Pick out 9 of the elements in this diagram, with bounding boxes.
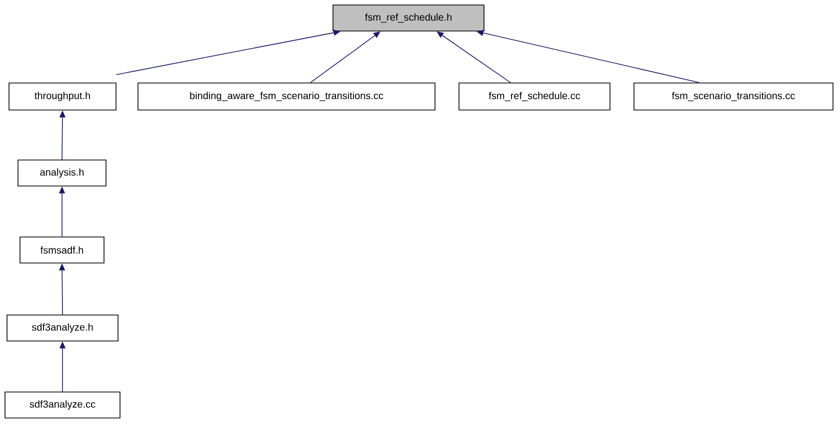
file-box: analysis.h (18, 160, 106, 186)
file-box: throughput.h (8, 82, 116, 110)
file-box: sdf3analyze.h (6, 314, 118, 342)
file-box: fsm_scenario_transitions.cc (634, 82, 834, 110)
file-box: binding_aware_fsm_scenario_transitions.cc (138, 82, 436, 110)
file-box: fsm_ref_schedule.h (332, 4, 484, 32)
file-box: fsmsadf.h (20, 236, 104, 264)
file-box: sdf3analyze.cc (4, 392, 120, 418)
file-box: fsm_ref_schedule.cc (458, 82, 610, 110)
